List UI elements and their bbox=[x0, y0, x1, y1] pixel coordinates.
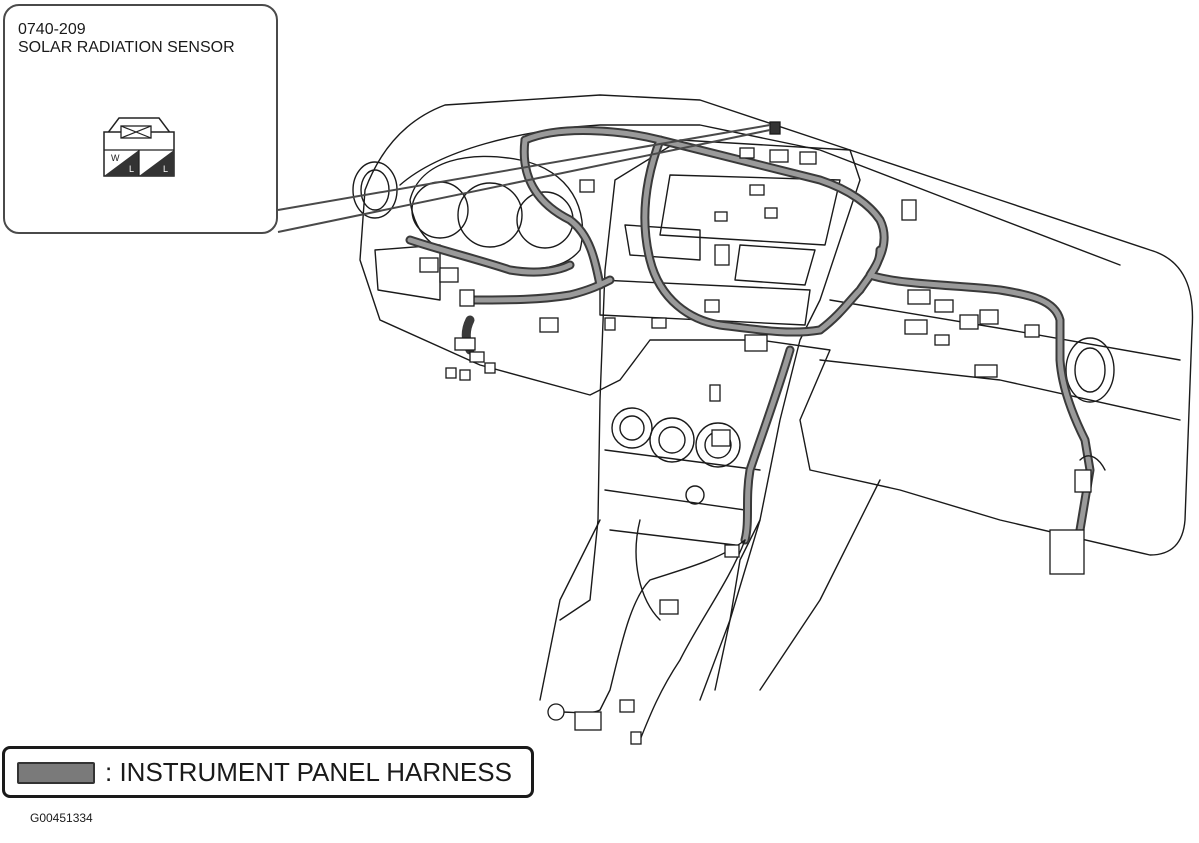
callout-leader-upper bbox=[277, 124, 771, 211]
solar-sensor-callout: W BR L L bbox=[3, 4, 278, 234]
legend-label: : INSTRUMENT PANEL HARNESS bbox=[105, 757, 512, 787]
component-code: 0740-209 bbox=[18, 21, 86, 38]
pin-label-l-left: L bbox=[129, 164, 134, 174]
pin-label-w: W bbox=[111, 153, 120, 163]
figure-id: G00451334 bbox=[30, 811, 93, 825]
connector-face-icon: W BR L L bbox=[103, 117, 175, 177]
pin-label-br: BR bbox=[143, 153, 156, 163]
dashboard-upper-line bbox=[399, 124, 1121, 266]
legend-box: : INSTRUMENT PANEL HARNESS bbox=[2, 746, 534, 798]
component-title: SOLAR RADIATION SENSOR bbox=[18, 39, 235, 56]
pin-label-l-right: L bbox=[163, 164, 168, 174]
dashboard-outline bbox=[359, 94, 1194, 556]
right-vent bbox=[1065, 337, 1115, 403]
callout-leader-lower bbox=[277, 129, 771, 233]
center-stack bbox=[559, 139, 861, 701]
harness-swatch bbox=[17, 762, 95, 784]
